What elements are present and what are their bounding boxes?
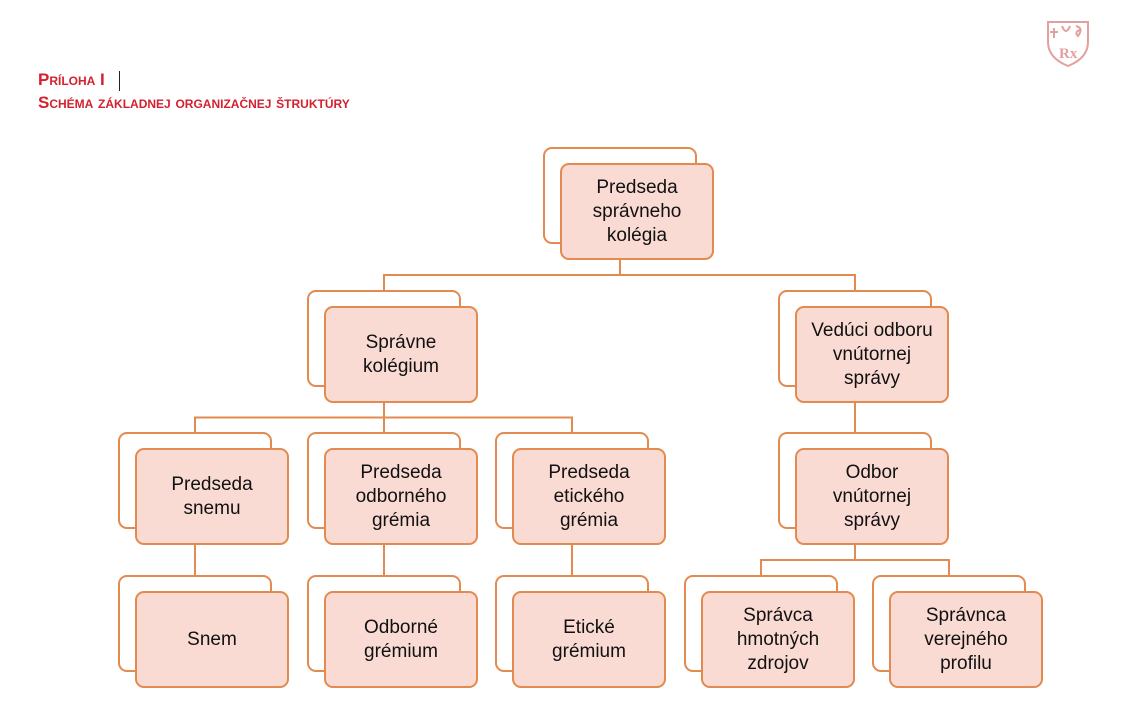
connector-line bbox=[619, 260, 856, 290]
connector-line bbox=[194, 403, 385, 432]
connector-line bbox=[383, 403, 573, 432]
connector-line bbox=[854, 545, 950, 575]
appendix-subtitle: Schéma základnej organizačnej štruktúry bbox=[38, 93, 350, 113]
org-node-ethics-board: Etické grémium bbox=[512, 591, 666, 688]
connector-line bbox=[383, 260, 621, 290]
appendix-title: Príloha I bbox=[38, 70, 105, 90]
rx-shield-logo-icon: Rx bbox=[1047, 21, 1089, 68]
appendix-title-text: Príloha I bbox=[38, 70, 105, 89]
org-node-chair-expert: Predseda odborného grémia bbox=[324, 448, 478, 545]
org-node-head-internal: Vedúci odboru vnútornej správy bbox=[795, 306, 949, 403]
connector-line bbox=[760, 545, 856, 575]
org-node-chair: Predseda správneho kolégia bbox=[560, 163, 714, 260]
org-node-material-admin: Správca hmotných zdrojov bbox=[701, 591, 855, 688]
org-node-dept-internal: Odbor vnútornej správy bbox=[795, 448, 949, 545]
org-node-expert-board: Odborné grémium bbox=[324, 591, 478, 688]
text-cursor bbox=[119, 71, 120, 91]
org-node-board: Správne kolégium bbox=[324, 306, 478, 403]
org-node-chair-assembly: Predseda snemu bbox=[135, 448, 289, 545]
appendix-subtitle-text: Schéma základnej organizačnej štruktúry bbox=[38, 93, 350, 112]
org-node-chair-ethics: Predseda etického grémia bbox=[512, 448, 666, 545]
org-node-public-profile-admin: Správnca verejného profilu bbox=[889, 591, 1043, 688]
org-node-assembly: Snem bbox=[135, 591, 289, 688]
svg-text:Rx: Rx bbox=[1059, 46, 1078, 62]
